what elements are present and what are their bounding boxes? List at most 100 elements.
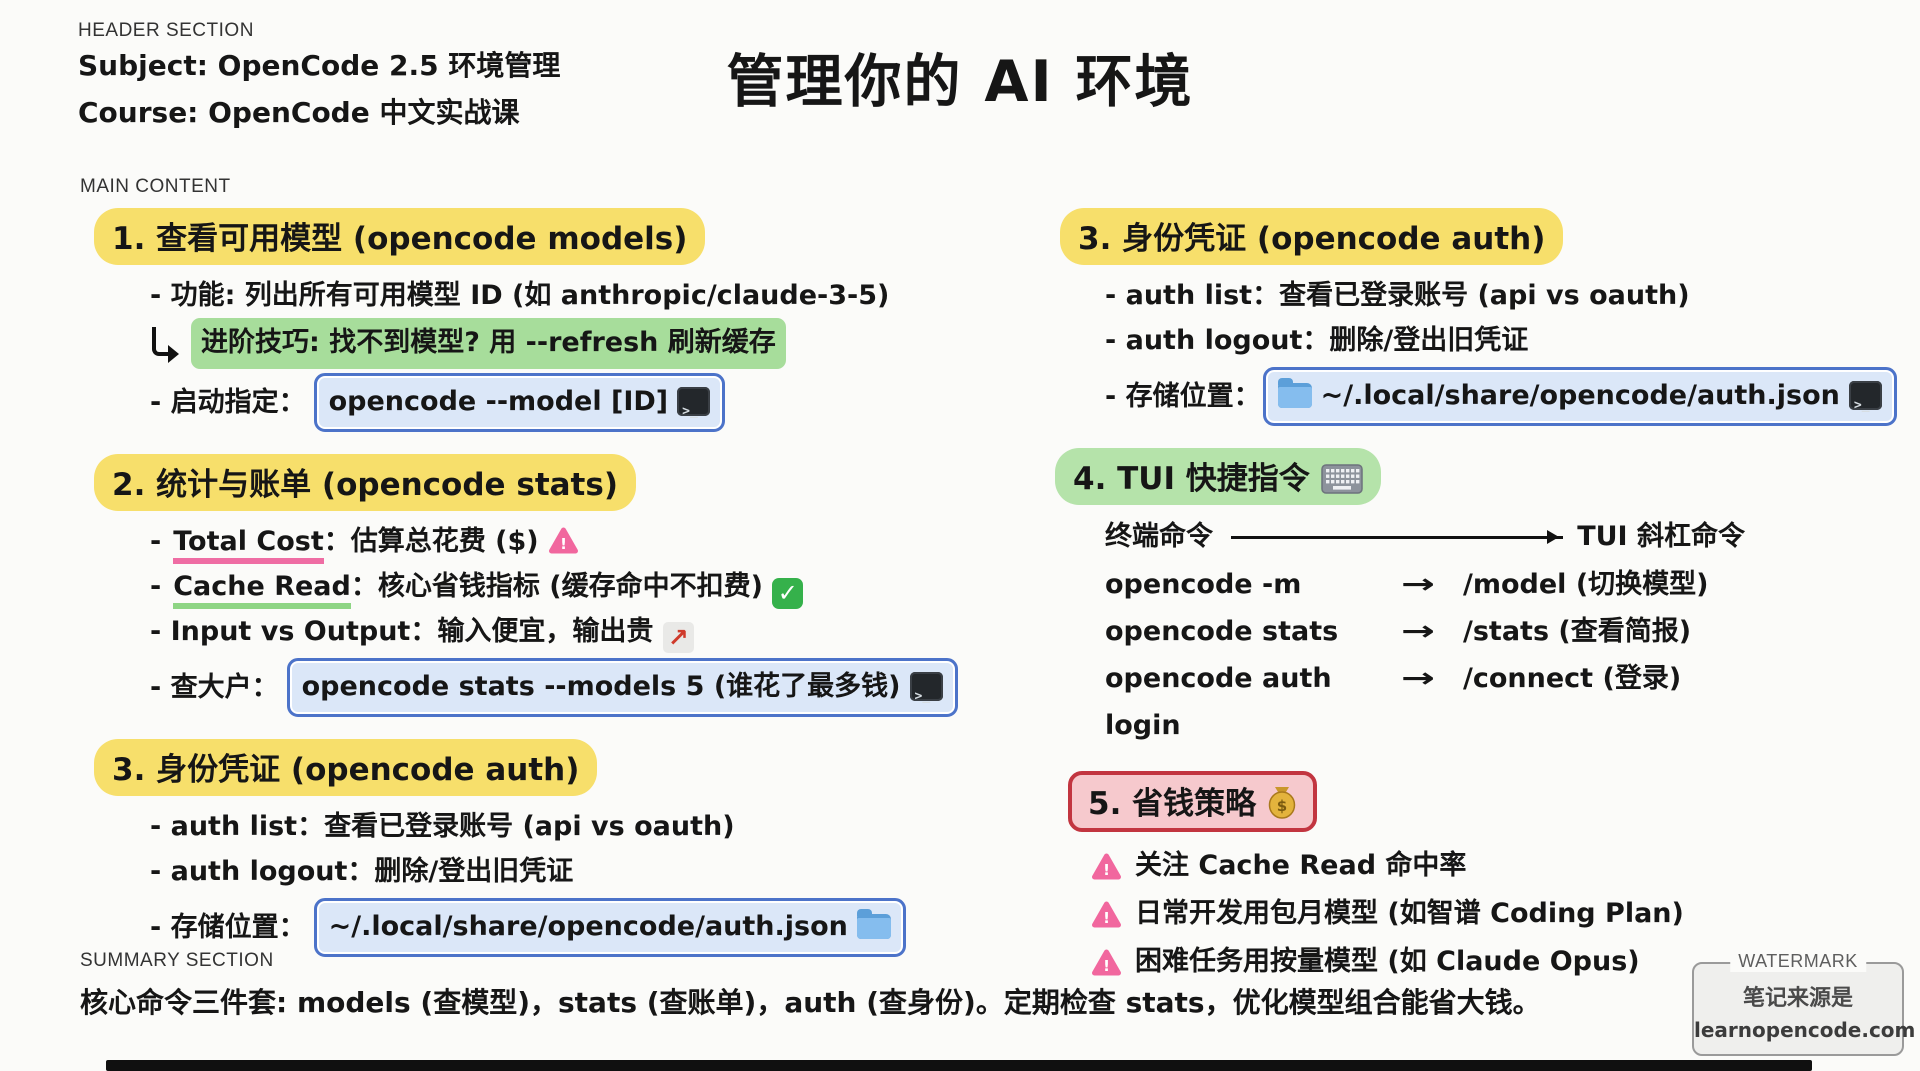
stats-big-spender-line: - 查大户： opencode stats --models 5 (谁花了最多钱… xyxy=(150,658,978,717)
watermark-box: WATERMARK 笔记来源是 learnopencode.com xyxy=(1692,951,1915,1056)
warning-glyph: ! xyxy=(1103,909,1110,927)
terminal-glyph: >_ xyxy=(914,689,931,704)
stats-total-cost-line: -Total Cost：估算总花费 ($) ! xyxy=(150,519,978,564)
bottom-bar xyxy=(106,1060,1812,1071)
subject-line: Subject: OpenCode 2.5 环境管理 xyxy=(78,49,561,82)
section-models-heading: 1. 查看可用模型 (opencode models) xyxy=(94,208,706,265)
check-icon: ✓ xyxy=(772,578,804,609)
section-stats-header: 2. 统计与账单 (opencode stats) xyxy=(94,454,978,511)
terminal-icon: >_ xyxy=(677,387,711,419)
section-models: 1. 查看可用模型 (opencode models) - 功能: 列出所有可用… xyxy=(78,208,978,432)
long-arrow-icon xyxy=(1231,530,1564,544)
tui-slash: /stats (查看简报) xyxy=(1463,616,1692,647)
left-column: 1. 查看可用模型 (opencode models) - 功能: 列出所有可用… xyxy=(78,208,978,979)
return-arrow-icon xyxy=(152,327,179,363)
watermark-source-text: 笔记来源是 xyxy=(1742,986,1853,1011)
big-spender-label: - 查大户： xyxy=(150,672,279,703)
terminal-glyph: >_ xyxy=(682,404,698,419)
tui-col-terminal: 终端命令 xyxy=(1105,521,1213,552)
models-launch-line: - 启动指定： opencode --model [ID] >_ xyxy=(150,373,978,432)
money-glyph: $ xyxy=(1277,797,1287,815)
warning-icon: ! xyxy=(1092,949,1121,976)
launch-label: - 启动指定： xyxy=(150,387,306,418)
total-cost-desc: ：估算总花费 ($) xyxy=(323,526,539,557)
launch-command-text: opencode --model [ID] xyxy=(328,386,669,417)
warning-glyph: ! xyxy=(1103,957,1110,975)
check-glyph: ✓ xyxy=(777,579,798,607)
bullet-dash: - xyxy=(150,526,162,557)
section-auth-left: 3. 身份凭证 (opencode auth) - auth list：查看已登… xyxy=(78,739,978,957)
chart-glyph: ↗ xyxy=(667,623,689,652)
auth-list-line: - auth list：查看已登录账号 (api vs oauth) xyxy=(150,811,735,842)
section-auth-right: 3. 身份凭证 (opencode auth) - auth list：查看已登… xyxy=(1055,208,1897,426)
warning-glyph: ! xyxy=(560,535,567,553)
money-bag-icon: $ xyxy=(1268,787,1296,819)
chart-increasing-icon: ↗ xyxy=(662,622,694,653)
tui-row-connect: opencode auth login → /connect (登录) xyxy=(1105,655,1885,749)
saving-tip-payg: ! 困难任务用按量模型 (如 Claude Opus) xyxy=(1091,938,1885,986)
section-saving-header: 5. 省钱策略 $ xyxy=(1068,771,1885,832)
warning-triangle xyxy=(1092,901,1121,928)
section-auth-left-header: 3. 身份凭证 (opencode auth) xyxy=(94,739,978,796)
models-function-line: - 功能: 列出所有可用模型 ID (如 anthropic/claude-3-… xyxy=(150,280,890,311)
models-tip-highlight: 进阶技巧: 找不到模型? 用 --refresh 刷新缓存 xyxy=(191,318,786,369)
arrow-right-icon: → xyxy=(1401,569,1435,600)
header-section-label: HEADER SECTION xyxy=(78,20,254,41)
io-text: - Input vs Output：输入便宜，输出贵 xyxy=(150,616,654,647)
cache-read-term: Cache Read xyxy=(173,571,351,609)
page-title: 管理你的 AI 环境 xyxy=(726,49,1194,115)
tui-slash: /model (切换模型) xyxy=(1463,569,1709,600)
models-tip-line: 进阶技巧: 找不到模型? 用 --refresh 刷新缓存 xyxy=(150,318,978,369)
launch-command-pill: opencode --model [ID] >_ xyxy=(313,373,726,432)
saving-tip-text: 困难任务用按量模型 (如 Claude Opus) xyxy=(1135,946,1640,977)
watermark-label: WATERMARK xyxy=(1730,951,1866,972)
auth-logout-line: - auth logout：删除/登出旧凭证 xyxy=(150,856,574,887)
storage-label: - 存储位置： xyxy=(1105,381,1261,412)
section-stats-heading: 2. 统计与账单 (opencode stats) xyxy=(94,454,636,511)
tui-row-model: opencode -m → /model (切换模型) xyxy=(1105,561,1885,608)
summary-text: 核心命令三件套: models (查模型)，stats (查账单)，auth (… xyxy=(80,986,1541,1019)
section-auth-right-heading: 3. 身份凭证 (opencode auth) xyxy=(1060,208,1564,265)
section-saving: 5. 省钱策略 $ ! 关注 Cache Read 命中率 ! 日常开发用包月模… xyxy=(1055,771,1885,986)
section-auth-left-heading: 3. 身份凭证 (opencode auth) xyxy=(94,739,598,796)
auth-list-line: - auth list：查看已登录账号 (api vs oauth) xyxy=(1105,280,1690,311)
storage-path-text: ~/.local/share/opencode/auth.json xyxy=(328,911,848,942)
warning-glyph: ! xyxy=(1103,861,1110,879)
tui-cmd: opencode stats xyxy=(1105,616,1339,647)
auth-storage-line: - 存储位置： ~/.local/share/opencode/auth.jso… xyxy=(150,898,978,957)
folder-icon xyxy=(1277,378,1312,408)
section-tui: 4. TUI 快捷指令 终端命令 TUI 斜杠命令 opencode -m → … xyxy=(1055,448,1885,749)
saving-tip-text: 日常开发用包月模型 (如智谱 Coding Plan) xyxy=(1135,898,1684,929)
auth-storage-line: - 存储位置： ~/.local/share/opencode/auth.jso… xyxy=(1105,367,1897,426)
tui-col-slash: TUI 斜杠命令 xyxy=(1577,521,1745,552)
arrow-right-icon: → xyxy=(1401,663,1435,694)
saving-tip-text: 关注 Cache Read 命中率 xyxy=(1135,850,1467,881)
main-content-label: MAIN CONTENT xyxy=(80,176,231,197)
storage-label: - 存储位置： xyxy=(150,912,306,943)
keyboard-icon xyxy=(1320,464,1363,494)
stats-io-line: - Input vs Output：输入便宜，输出贵 ↗ xyxy=(150,609,978,654)
cache-read-desc: ：核心省钱指标 (缓存命中不扣费) xyxy=(350,571,763,602)
tui-cmd: opencode auth login xyxy=(1105,663,1332,741)
tui-cmd: opencode -m xyxy=(1105,569,1302,600)
warning-icon: ! xyxy=(1092,901,1121,928)
stats-cache-read-line: -Cache Read：核心省钱指标 (缓存命中不扣费) ✓ xyxy=(150,564,978,609)
keyboard-keys xyxy=(1325,469,1359,490)
tui-row-stats: opencode stats → /stats (查看简报) xyxy=(1105,608,1885,655)
warning-icon: ! xyxy=(1092,853,1121,880)
terminal-icon: >_ xyxy=(1848,381,1882,413)
big-spender-command-text: opencode stats --models 5 (谁花了最多钱) xyxy=(301,671,901,702)
saving-tip-monthly: ! 日常开发用包月模型 (如智谱 Coding Plan) xyxy=(1091,890,1885,938)
summary-section: SUMMARY SECTION 核心命令三件套: models (查模型)，st… xyxy=(80,950,1541,1021)
summary-section-label: SUMMARY SECTION xyxy=(80,950,274,971)
money-bag-body xyxy=(1268,791,1296,819)
tui-heading-text: 4. TUI 快捷指令 xyxy=(1073,461,1310,497)
section-auth-right-header: 3. 身份凭证 (opencode auth) xyxy=(1060,208,1885,265)
big-spender-command-pill: opencode stats --models 5 (谁花了最多钱) >_ xyxy=(286,658,958,717)
tui-slash: /connect (登录) xyxy=(1463,663,1682,694)
storage-path-text: ~/.local/share/opencode/auth.json xyxy=(1320,380,1840,411)
folder-icon xyxy=(856,909,891,939)
auth-logout-line: - auth logout：删除/登出旧凭证 xyxy=(1105,325,1529,356)
section-tui-heading: 4. TUI 快捷指令 xyxy=(1055,448,1381,505)
